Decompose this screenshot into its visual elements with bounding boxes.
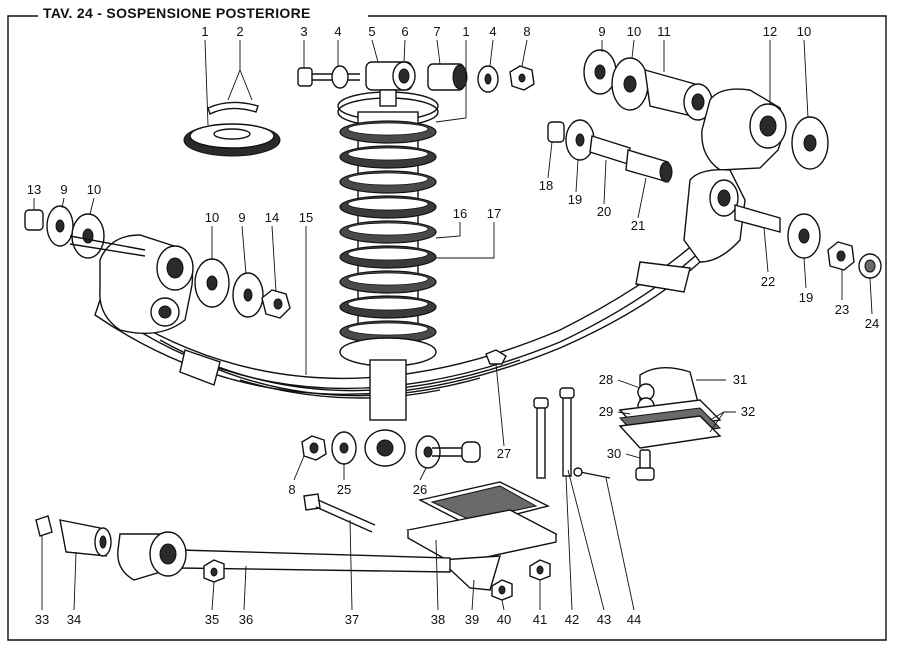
callout-10: 10 [627, 24, 641, 39]
spring-coil-highlight [347, 222, 429, 236]
damper-lower-mount [301, 349, 507, 469]
spring-coil-highlight [347, 197, 429, 211]
spring-coil-highlight [347, 122, 429, 136]
clamp-plate [406, 481, 559, 601]
callout-leaders [33, 39, 873, 611]
callout-28: 28 [599, 372, 613, 387]
leaf-spring [94, 218, 731, 399]
callout-17: 17 [487, 206, 501, 221]
callout-32: 32 [741, 404, 755, 419]
callout-5: 5 [368, 24, 375, 39]
rear-shackle-assembly [583, 49, 829, 263]
callout-33: 33 [35, 612, 49, 627]
callout-44: 44 [627, 612, 641, 627]
coil-spring-damper [337, 91, 439, 467]
callout-8b: 8 [288, 482, 295, 497]
callout-11: 11 [657, 24, 671, 39]
shackle-bolt-assembly [547, 119, 673, 183]
callout-26: 26 [413, 482, 427, 497]
callout-37: 37 [345, 612, 359, 627]
spring-coil-highlight [347, 247, 429, 261]
bump-stop-block [618, 367, 722, 481]
callout-1b: 1 [462, 24, 469, 39]
callout-38: 38 [431, 612, 445, 627]
callout-22: 22 [761, 274, 775, 289]
callout-10c: 10 [87, 182, 101, 197]
u-bolts [533, 387, 611, 479]
callout-20: 20 [597, 204, 611, 219]
callout-15: 15 [299, 210, 313, 225]
callout-30: 30 [607, 446, 621, 461]
long-bolt [303, 493, 376, 533]
callout-3: 3 [300, 24, 307, 39]
callout-4b: 4 [489, 24, 496, 39]
callout-labels: 1 2 3 4 5 6 7 1 4 8 9 10 11 12 10 13 9 1… [27, 24, 879, 627]
callout-8: 8 [523, 24, 530, 39]
callout-21: 21 [631, 218, 645, 233]
callout-29: 29 [599, 404, 613, 419]
callout-4: 4 [334, 24, 341, 39]
callout-23: 23 [835, 302, 849, 317]
callout-39: 39 [465, 612, 479, 627]
damper-top-mount [297, 61, 416, 107]
front-eye-bracket [99, 234, 194, 335]
callout-31: 31 [733, 372, 747, 387]
washers-and-nut-left [194, 258, 291, 319]
callout-9: 9 [598, 24, 605, 39]
callout-24: 24 [865, 316, 879, 331]
callout-19b: 19 [799, 290, 813, 305]
callout-27: 27 [497, 446, 511, 461]
callout-13: 13 [27, 182, 41, 197]
spring-coil-highlight [347, 172, 429, 186]
callout-19: 19 [568, 192, 582, 207]
callout-36: 36 [239, 612, 253, 627]
diagram-frame [7, 15, 887, 641]
callout-2: 2 [236, 24, 243, 39]
callout-6: 6 [401, 24, 408, 39]
spring-seat [183, 101, 281, 157]
callout-40: 40 [497, 612, 511, 627]
lower-link-rod [35, 515, 451, 583]
callout-18: 18 [539, 178, 553, 193]
callout-10d: 10 [205, 210, 219, 225]
callout-12: 12 [763, 24, 777, 39]
callout-25: 25 [337, 482, 351, 497]
callout-42: 42 [565, 612, 579, 627]
spring-coil-highlight [347, 147, 429, 161]
callout-1: 1 [201, 24, 208, 39]
callout-10b: 10 [797, 24, 811, 39]
callout-16: 16 [453, 206, 467, 221]
spring-coil-highlight [347, 272, 429, 286]
callout-14: 14 [265, 210, 279, 225]
callout-9b: 9 [60, 182, 67, 197]
callout-35: 35 [205, 612, 219, 627]
spring-coil-highlight [347, 322, 429, 336]
plate-title: TAV. 24 - SOSPENSIONE POSTERIORE [38, 2, 316, 24]
pin-washer-nut-right [734, 204, 882, 279]
callout-41: 41 [533, 612, 547, 627]
callout-7: 7 [433, 24, 440, 39]
callout-9c: 9 [238, 210, 245, 225]
spring-coil-highlight [347, 297, 429, 311]
callout-43: 43 [597, 612, 611, 627]
top-bushing-washer-nut [427, 63, 535, 93]
callout-34: 34 [67, 612, 81, 627]
front-bolt-assembly [24, 205, 146, 259]
